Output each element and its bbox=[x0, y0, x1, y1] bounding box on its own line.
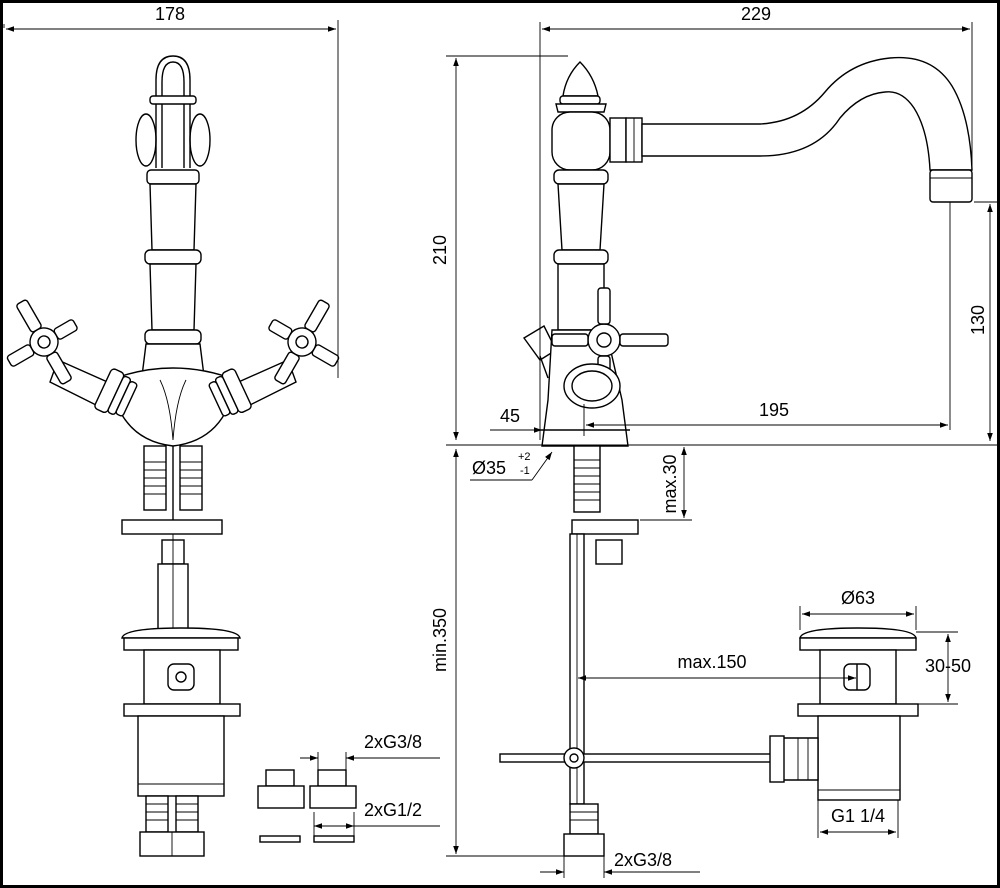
dim-side-width: 229 bbox=[539, 4, 973, 440]
label-base-offset: 45 bbox=[500, 406, 520, 426]
label-hole-tol-plus: +2 bbox=[518, 451, 531, 463]
label-connector-g12: 2xG1/2 bbox=[364, 800, 422, 820]
label-hole-tol-minus: -1 bbox=[520, 465, 530, 477]
label-hole-diameter: Ø35 bbox=[472, 458, 506, 478]
label-connector-g38: 2xG3/8 bbox=[364, 732, 422, 752]
label-waste-reach: max.150 bbox=[677, 652, 746, 672]
label-waste-thread: G1 1/4 bbox=[831, 806, 885, 826]
dim-waste-thread: G1 1/4 bbox=[817, 800, 899, 838]
dim-deck-thickness: max.30 bbox=[640, 447, 692, 521]
label-side-width: 229 bbox=[741, 4, 771, 24]
dim-min-under: min.350 bbox=[430, 449, 600, 857]
label-supply-thread: 2xG3/8 bbox=[614, 850, 672, 870]
dim-base-reach: 45 195 bbox=[490, 202, 951, 436]
connector-caps: 2xG3/8 2xG1/2 bbox=[257, 732, 440, 843]
label-min-under: min.350 bbox=[430, 608, 450, 672]
label-spout-height: 130 bbox=[968, 305, 988, 335]
label-height: 210 bbox=[430, 235, 450, 265]
label-deck-thickness: max.30 bbox=[660, 454, 680, 513]
front-view bbox=[6, 55, 340, 857]
label-waste-diameter: Ø63 bbox=[841, 588, 875, 608]
dim-waste-range: 30-50 bbox=[916, 631, 971, 705]
label-spout-reach: 195 bbox=[759, 400, 789, 420]
dim-spout-height: 130 bbox=[968, 201, 998, 441]
label-waste-range: 30-50 bbox=[925, 656, 971, 676]
dim-hole-diameter: Ø35 +2 -1 bbox=[470, 451, 553, 481]
side-view bbox=[499, 56, 973, 857]
dim-height: 210 bbox=[430, 55, 568, 440]
dim-supply-thread: 2xG3/8 bbox=[540, 850, 700, 878]
dim-waste-diameter: Ø63 bbox=[799, 588, 917, 630]
label-front-width: 178 bbox=[155, 4, 185, 24]
dim-front-width: 178 bbox=[3, 4, 339, 378]
dim-waste-reach: max.150 bbox=[578, 652, 856, 681]
